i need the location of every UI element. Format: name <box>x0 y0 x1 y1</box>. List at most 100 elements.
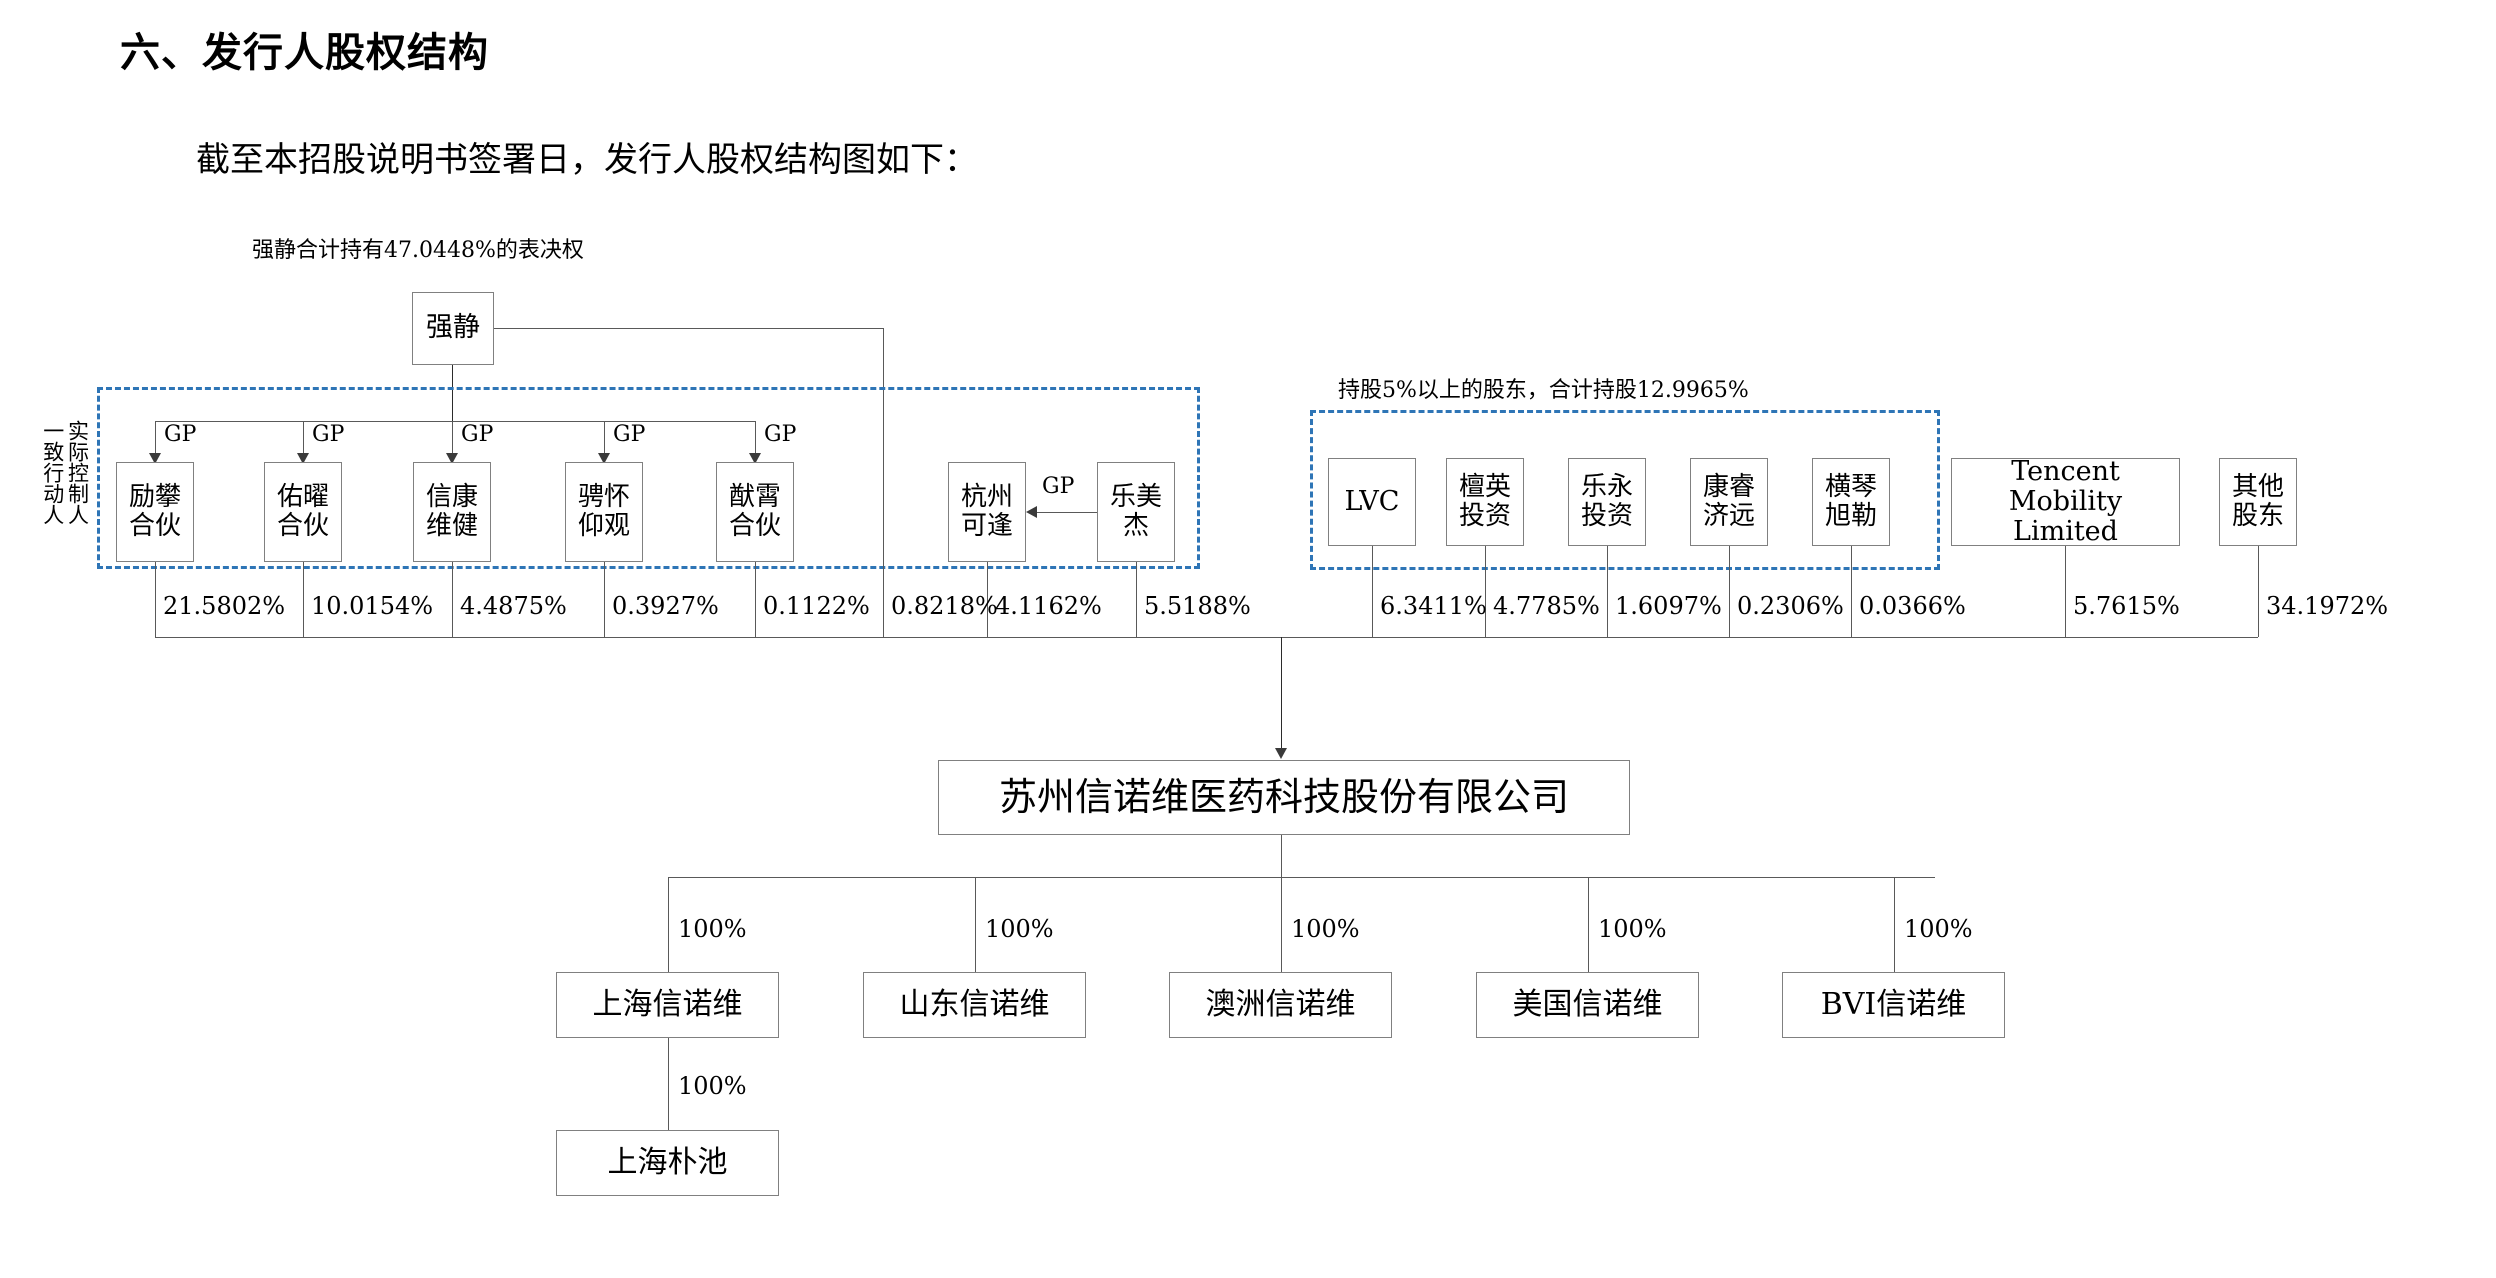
pct-lipan: 21.5802% <box>163 592 286 620</box>
node-shareholder-hengqin[interactable]: 横琴旭勒 <box>1812 458 1890 546</box>
droplink-sub-aozhou <box>1281 877 1282 972</box>
gp-arrowhead-pinhuai <box>598 453 610 464</box>
node-subsidiary-bvi[interactable]: BVI信诺维 <box>1782 972 2005 1038</box>
gp-arrowhead-hangzhou <box>1026 506 1037 518</box>
node-label-line2: 合伙 <box>128 511 181 541</box>
group-box-actual-controller <box>97 387 1200 569</box>
pct-pinhuai: 0.3927% <box>612 592 719 620</box>
node-label-line1: 励攀 <box>128 481 181 512</box>
node-subsidiary-shandong[interactable]: 山东信诺维 <box>863 972 1086 1038</box>
node-shareholder-leyong[interactable]: 乐永投资 <box>1568 458 1646 546</box>
pct-sub-shanghai: 100% <box>678 915 747 943</box>
droplink-pinhuai <box>604 562 605 637</box>
node-label-line1: 横琴 <box>1824 471 1877 502</box>
node-label-line1: 乐美 <box>1109 481 1162 512</box>
gp-distributor-bar <box>155 421 755 422</box>
pct-youyao: 10.0154% <box>311 592 434 620</box>
pct-kangrui: 0.2306% <box>1737 592 1844 620</box>
droplink-leyong <box>1607 546 1608 637</box>
pct-sub-puchi: 100% <box>678 1072 747 1100</box>
droplink-kangrui <box>1729 546 1730 637</box>
node-subsidiary-aozhou[interactable]: 澳洲信诺维 <box>1169 972 1392 1038</box>
connector-qiangjing-to-hangzhou-horizontal <box>494 328 883 329</box>
five-percent-note: 持股5%以上的股东，合计持股12.9965% <box>1338 378 1749 403</box>
node-label: BVI信诺维 <box>1820 987 1967 1023</box>
droplink-tencent <box>2065 546 2066 637</box>
pct-sub-aozhou: 100% <box>1291 915 1360 943</box>
node-shareholder-xinkang[interactable]: 信康维健 <box>413 462 491 562</box>
node-label: 苏州信诺维医药科技股份有限公司 <box>998 775 1569 820</box>
node-label: 上海朴池 <box>607 1145 728 1181</box>
gp-label-lipan: GP <box>164 422 197 447</box>
node-label-line1: 康睿 <box>1702 471 1755 502</box>
gp-arrow-line-xianxiao <box>755 421 756 456</box>
node-label-line1: Tencent Mobility <box>2008 455 2123 517</box>
node-label: 上海信诺维 <box>592 987 743 1023</box>
node-shareholder-xianxiao[interactable]: 猷霄合伙 <box>716 462 794 562</box>
ownership-bus-line <box>155 637 2258 638</box>
droplink-others <box>2258 546 2259 637</box>
pct-xinkang: 4.4875% <box>460 592 567 620</box>
droplink-xinkang <box>452 562 453 637</box>
droplink-lemeijie <box>1136 562 1137 637</box>
gp-arrowhead-xianxiao <box>749 453 761 464</box>
pct-leyong: 1.6097% <box>1615 592 1722 620</box>
node-label-line1: 佑曜 <box>276 481 329 512</box>
node-shareholder-tanying[interactable]: 檀英投资 <box>1446 458 1524 546</box>
node-shareholder-lipan[interactable]: 励攀合伙 <box>116 462 194 562</box>
gp-arrow-line-pinhuai <box>604 421 605 456</box>
node-label-line1: 信康 <box>425 481 478 512</box>
node-label-line2: 维健 <box>425 511 478 541</box>
node-label-line2: 旭勒 <box>1824 501 1877 531</box>
node-label-line2: Limited <box>2013 516 2118 548</box>
node-label-line2: 投资 <box>1580 501 1633 531</box>
connector-lemeijie-to-hangzhou <box>1034 512 1097 513</box>
pct-lemeijie: 5.5188% <box>1144 592 1251 620</box>
node-shareholder-lemeijie[interactable]: 乐美杰 <box>1097 462 1175 562</box>
control-label-text-2: 一致行动人 <box>40 420 65 525</box>
node-label: 美国信诺维 <box>1512 987 1663 1023</box>
gp-arrowhead-lipan <box>149 453 161 464</box>
node-shareholder-pinhuai[interactable]: 骋怀仰观 <box>565 462 643 562</box>
gp-arrowhead-youyao <box>297 453 309 464</box>
droplink-tanying <box>1485 546 1486 637</box>
node-label-line2: 济远 <box>1702 501 1755 531</box>
node-shareholder-lvc[interactable]: LVC <box>1328 458 1416 546</box>
node-shareholder-others[interactable]: 其他股东 <box>2219 458 2297 546</box>
droplink-qiangjing-direct <box>883 448 884 637</box>
gp-label-xianxiao: GP <box>764 422 797 447</box>
node-shareholder-kangrui[interactable]: 康睿济远 <box>1690 458 1768 546</box>
node-subsidiary-shanghai[interactable]: 上海信诺维 <box>556 972 779 1038</box>
pct-sub-meiguo: 100% <box>1598 915 1667 943</box>
droplink-sub-meiguo <box>1588 877 1589 972</box>
node-label-line1: 猷霄 <box>728 481 781 512</box>
node-shareholder-hangzhou[interactable]: 杭州可逢 <box>948 462 1026 562</box>
pct-sub-shandong: 100% <box>985 915 1054 943</box>
pct-tanying: 4.7785% <box>1493 592 1600 620</box>
node-label: 澳洲信诺维 <box>1205 987 1356 1023</box>
gp-arrow-line-lipan <box>155 421 156 456</box>
node-label-line2: 杰 <box>1122 511 1149 541</box>
node-subsidiary-meiguo[interactable]: 美国信诺维 <box>1476 972 1699 1038</box>
pct-qiangjing-direct: 0.8218% <box>891 592 998 620</box>
subsidiary-bus-line <box>668 877 1935 878</box>
node-shareholder-youyao[interactable]: 佑曜合伙 <box>264 462 342 562</box>
connector-qiangjing-stem <box>452 365 453 422</box>
pct-tencent: 5.7615% <box>2073 592 2180 620</box>
arrowhead-issuer <box>1275 748 1287 759</box>
node-label-line1: 其他 <box>2231 471 2284 502</box>
node-label-line2: 仰观 <box>577 511 630 541</box>
node-label-line1: 骋怀 <box>577 481 630 512</box>
node-issuer[interactable]: 苏州信诺维医药科技股份有限公司 <box>938 760 1630 835</box>
connector-issuer-stem <box>1281 835 1282 877</box>
control-label-col-2: 一致行动人 <box>40 420 65 525</box>
gp-arrowhead-xinkang <box>446 453 458 464</box>
node-controller-qiangjing[interactable]: 强静 <box>412 292 494 365</box>
control-label-col-1: 实际控制人 <box>65 420 90 525</box>
gp-label-youyao: GP <box>312 422 345 447</box>
pct-others: 34.1972% <box>2266 592 2389 620</box>
node-subsidiary-puchi[interactable]: 上海朴池 <box>556 1130 779 1196</box>
droplink-sub-shandong <box>975 877 976 972</box>
droplink-xianxiao <box>755 562 756 637</box>
